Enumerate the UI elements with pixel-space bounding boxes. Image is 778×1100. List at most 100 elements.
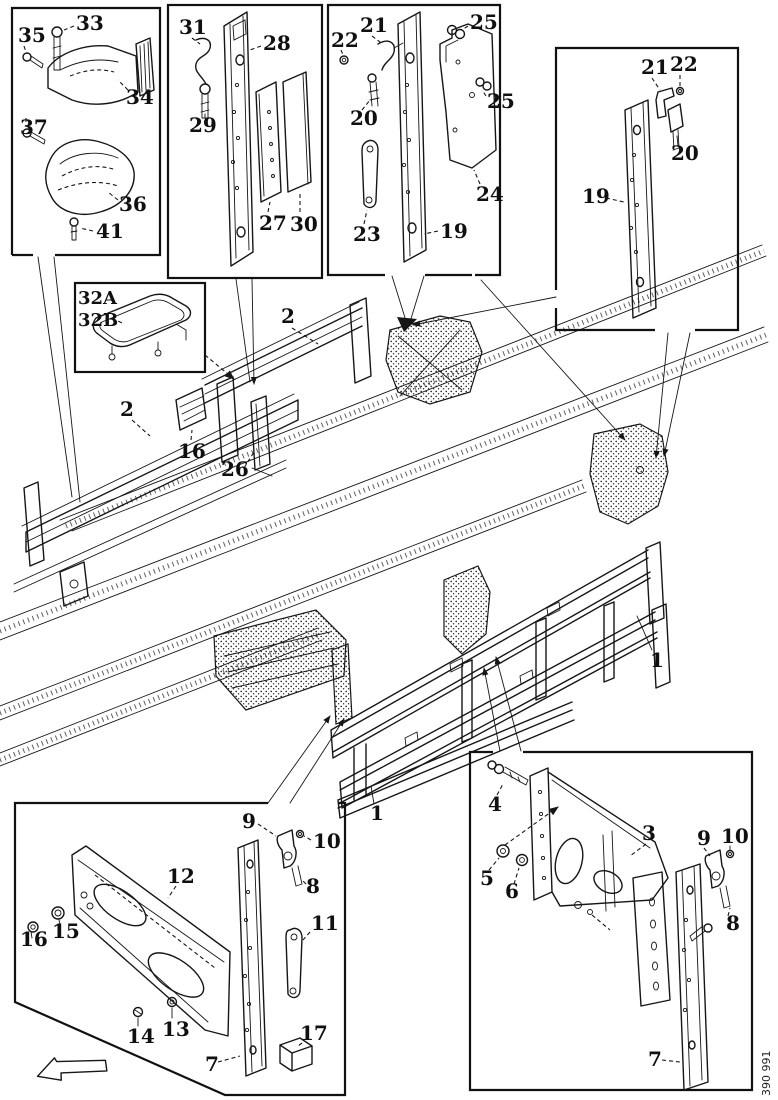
rear-rail-assembly (330, 541, 671, 819)
part-11-strap (285, 927, 303, 999)
callout-4: 4 (488, 792, 502, 816)
part-bolt-mid-g (689, 923, 713, 942)
callout-35: 35 (18, 23, 46, 47)
callout-17: 17 (300, 1021, 328, 1045)
callout-26: 26 (221, 457, 249, 481)
part-20-bracket-d (667, 103, 684, 151)
part-7-rail-g (675, 863, 709, 1091)
callout-8-g: 8 (726, 911, 740, 935)
part-10-nut-f (295, 829, 305, 839)
callout-29: 29 (189, 113, 217, 137)
callout-10-f: 10 (313, 829, 341, 853)
part-5-washer (496, 844, 510, 858)
callout-14: 14 (127, 1024, 155, 1048)
callout-7-f: 7 (205, 1052, 219, 1076)
callout-28: 28 (263, 31, 291, 55)
callout-19-d: 19 (582, 184, 610, 208)
part-16-nut-f (27, 921, 39, 933)
part-27-plate (255, 81, 282, 203)
callout-21-c: 21 (360, 13, 388, 37)
part-14-bolt (132, 1006, 144, 1018)
callout-8-f: 8 (306, 874, 320, 898)
inset-box-brackets: 35 33 34 37 36 41 (10, 6, 162, 257)
chassis-frame-artwork: 2 2 16 26 1 1 (0, 244, 769, 825)
callout-23: 23 (353, 222, 381, 246)
callout-13: 13 (162, 1017, 190, 1041)
callout-22-d: 22 (670, 52, 698, 76)
callout-32A: 32A (78, 288, 118, 309)
part-3-bracket (529, 767, 671, 1007)
part-36-bracket (45, 139, 135, 216)
crossmember-casting-right (589, 423, 669, 525)
callout-15: 15 (52, 919, 80, 943)
part-25-bolt-right (469, 77, 492, 98)
part-20-bolt-c (367, 73, 380, 107)
direction-arrow (36, 1057, 108, 1081)
part-7-rail-f (237, 839, 267, 1077)
part-25-bolt-top (446, 24, 466, 40)
part-33-bolt (51, 26, 63, 71)
callout-11: 11 (311, 911, 339, 935)
callout-34: 34 (126, 85, 154, 109)
callout-21-d: 21 (641, 55, 669, 79)
inset-box-rail-19-right: 21 22 20 19 (554, 46, 740, 332)
callout-30: 30 (290, 212, 318, 236)
part-9-clamp-f (276, 829, 297, 869)
callout-36: 36 (119, 192, 147, 216)
callout-41: 41 (96, 219, 124, 243)
part-21-bracket-d (655, 87, 675, 119)
callout-33: 33 (76, 11, 104, 35)
callout-22-c: 22 (331, 28, 359, 52)
part-8-bolt-f (291, 865, 303, 887)
part-41-bolt (69, 217, 79, 241)
callout-37: 37 (20, 115, 48, 139)
callout-10-g: 10 (721, 824, 749, 848)
callout-3: 3 (642, 821, 656, 845)
part-32-tray (92, 293, 192, 361)
crossmember-casting-top (385, 315, 483, 405)
inset-box-rail-19-brackets: 22 21 25 20 25 23 19 24 (326, 3, 515, 277)
sideboard-rail-left (21, 393, 299, 607)
part-16-plate (175, 387, 207, 431)
callout-12: 12 (167, 864, 195, 888)
part-23-strap (361, 139, 379, 209)
callout-1-front: 1 (370, 801, 384, 825)
part-34-bracket (47, 37, 155, 105)
part-28-rail (223, 11, 254, 267)
inset-box-tray-32: 32A 32B (73, 281, 207, 374)
callout-5: 5 (480, 866, 494, 890)
inset-box-panel-12: 9 10 8 12 11 16 15 14 13 7 17 (13, 801, 347, 1097)
callout-25-c-right: 25 (487, 89, 515, 113)
part-12-panel (71, 845, 231, 1037)
inset-box-bracket-3: 4 3 5 6 9 10 8 7 (468, 750, 754, 1092)
callout-32B: 32B (78, 310, 118, 331)
callout-2-left: 2 (120, 397, 134, 421)
part-35-bolt (22, 52, 44, 69)
part-10-nut-g (725, 849, 735, 859)
part-9-clamp-g (704, 849, 725, 889)
callout-16-main: 16 (178, 439, 206, 463)
figure-number: 390 991 (760, 1051, 773, 1097)
part-31-strap (194, 37, 212, 95)
inset-box-rail-28: 31 28 29 27 30 (166, 3, 324, 280)
callout-24: 24 (476, 182, 504, 206)
part-22-nut-d (675, 86, 685, 96)
part-13-nut (166, 996, 178, 1008)
part-26-bracket (250, 395, 273, 477)
callout-7-g: 7 (648, 1047, 662, 1071)
callout-20-c: 20 (350, 106, 378, 130)
part-24-panel (439, 23, 497, 169)
callout-19-c: 19 (440, 219, 468, 243)
part-17-block (279, 1037, 313, 1072)
callout-9-g: 9 (697, 826, 711, 850)
callout-31: 31 (179, 15, 207, 39)
callout-20-d: 20 (671, 141, 699, 165)
part-4-bolt (487, 760, 529, 786)
callout-9-f: 9 (242, 809, 256, 833)
part-15-washer (51, 906, 65, 920)
casting-small (443, 565, 491, 655)
part-19-rail-d (624, 99, 657, 319)
part-30-plate (282, 71, 312, 193)
callout-2-upper: 2 (281, 304, 295, 328)
